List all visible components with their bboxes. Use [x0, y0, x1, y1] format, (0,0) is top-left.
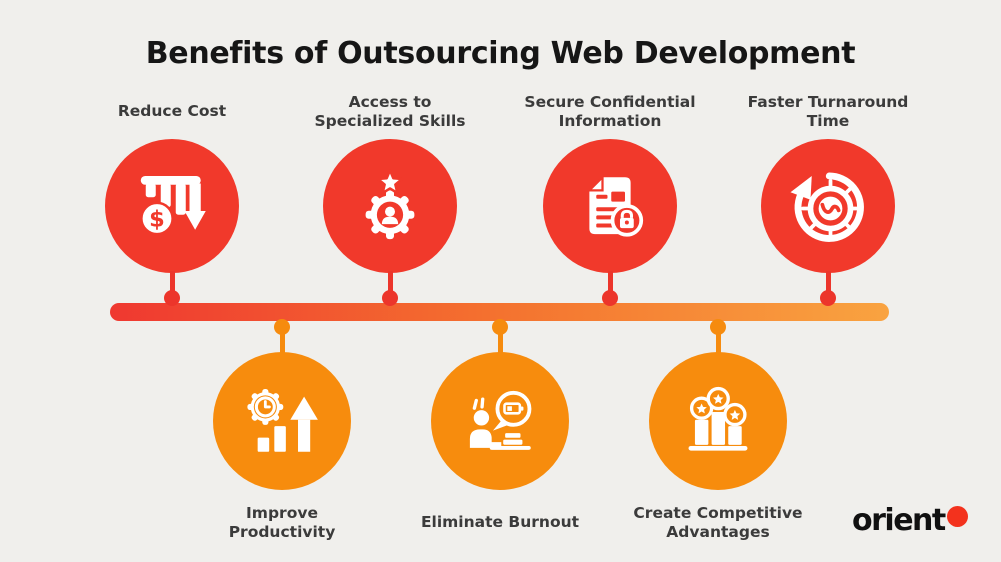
- connector-stem: [497, 327, 503, 354]
- turnaround-clock-icon: [790, 172, 864, 242]
- productivity-growth-icon: [247, 388, 318, 452]
- connector-stem: [387, 271, 393, 292]
- benefit-circle: [323, 139, 457, 273]
- benefit-label-line: Access to: [348, 92, 432, 111]
- benefit-label-line: Secure Confidential: [524, 92, 696, 111]
- connector-stem: [715, 327, 721, 354]
- connector-dot: [820, 290, 836, 306]
- competitive-podium-icon: [688, 386, 748, 451]
- benefit-label: Eliminate Burnout: [370, 500, 630, 546]
- benefit-circle: [649, 352, 787, 490]
- benefit-label-line: Eliminate Burnout: [420, 513, 580, 532]
- svg-text:$: $: [149, 207, 165, 233]
- benefit-label: Improve Productivity: [152, 500, 412, 546]
- benefit-label-line: Faster Turnaround: [747, 92, 909, 111]
- specialized-skills-icon: [365, 169, 415, 240]
- benefit-label: Reduce Cost: [52, 89, 292, 135]
- benefit-circle: [543, 139, 677, 273]
- benefit-label-line: Specialized Skills: [314, 112, 466, 130]
- benefit-label-line: Advantages: [666, 523, 770, 541]
- connector-stem: [825, 271, 831, 292]
- connector-stem: [169, 271, 175, 292]
- connector-stem: [607, 271, 613, 292]
- logo-text: orient: [852, 503, 946, 538]
- benefit-circle: [431, 352, 569, 490]
- benefit-label-line: Create Competitive: [633, 503, 803, 522]
- benefit-circle: [213, 352, 351, 490]
- secure-document-icon: [586, 174, 644, 237]
- logo-dot-icon: [946, 506, 968, 527]
- connector-dot: [602, 290, 618, 306]
- connector-dot: [382, 290, 398, 306]
- connector-stem: [279, 327, 285, 354]
- benefit-label: Secure Confidential Information: [490, 89, 730, 135]
- benefit-label-line: Information: [558, 112, 662, 130]
- burnout-person-icon: [469, 390, 532, 450]
- benefit-label: Faster Turnaround Time: [708, 89, 948, 135]
- benefit-label: Access to Specialized Skills: [270, 89, 510, 135]
- benefit-label-line: Productivity: [228, 523, 336, 541]
- connector-dot: [164, 290, 180, 306]
- benefit-circle: [761, 139, 895, 273]
- page-title: Benefits of Outsourcing Web Development: [145, 36, 856, 71]
- brand-logo: orient: [852, 503, 968, 539]
- benefit-label-line: Time: [806, 112, 850, 130]
- benefit-label-line: Reduce Cost: [117, 102, 227, 121]
- benefit-circle: $: [105, 139, 239, 273]
- benefit-label-line: Improve: [246, 503, 318, 522]
- benefit-label: Create Competitive Advantages: [588, 500, 848, 546]
- timeline-bar: [110, 303, 889, 321]
- cost-reduction-icon: $: [140, 176, 206, 236]
